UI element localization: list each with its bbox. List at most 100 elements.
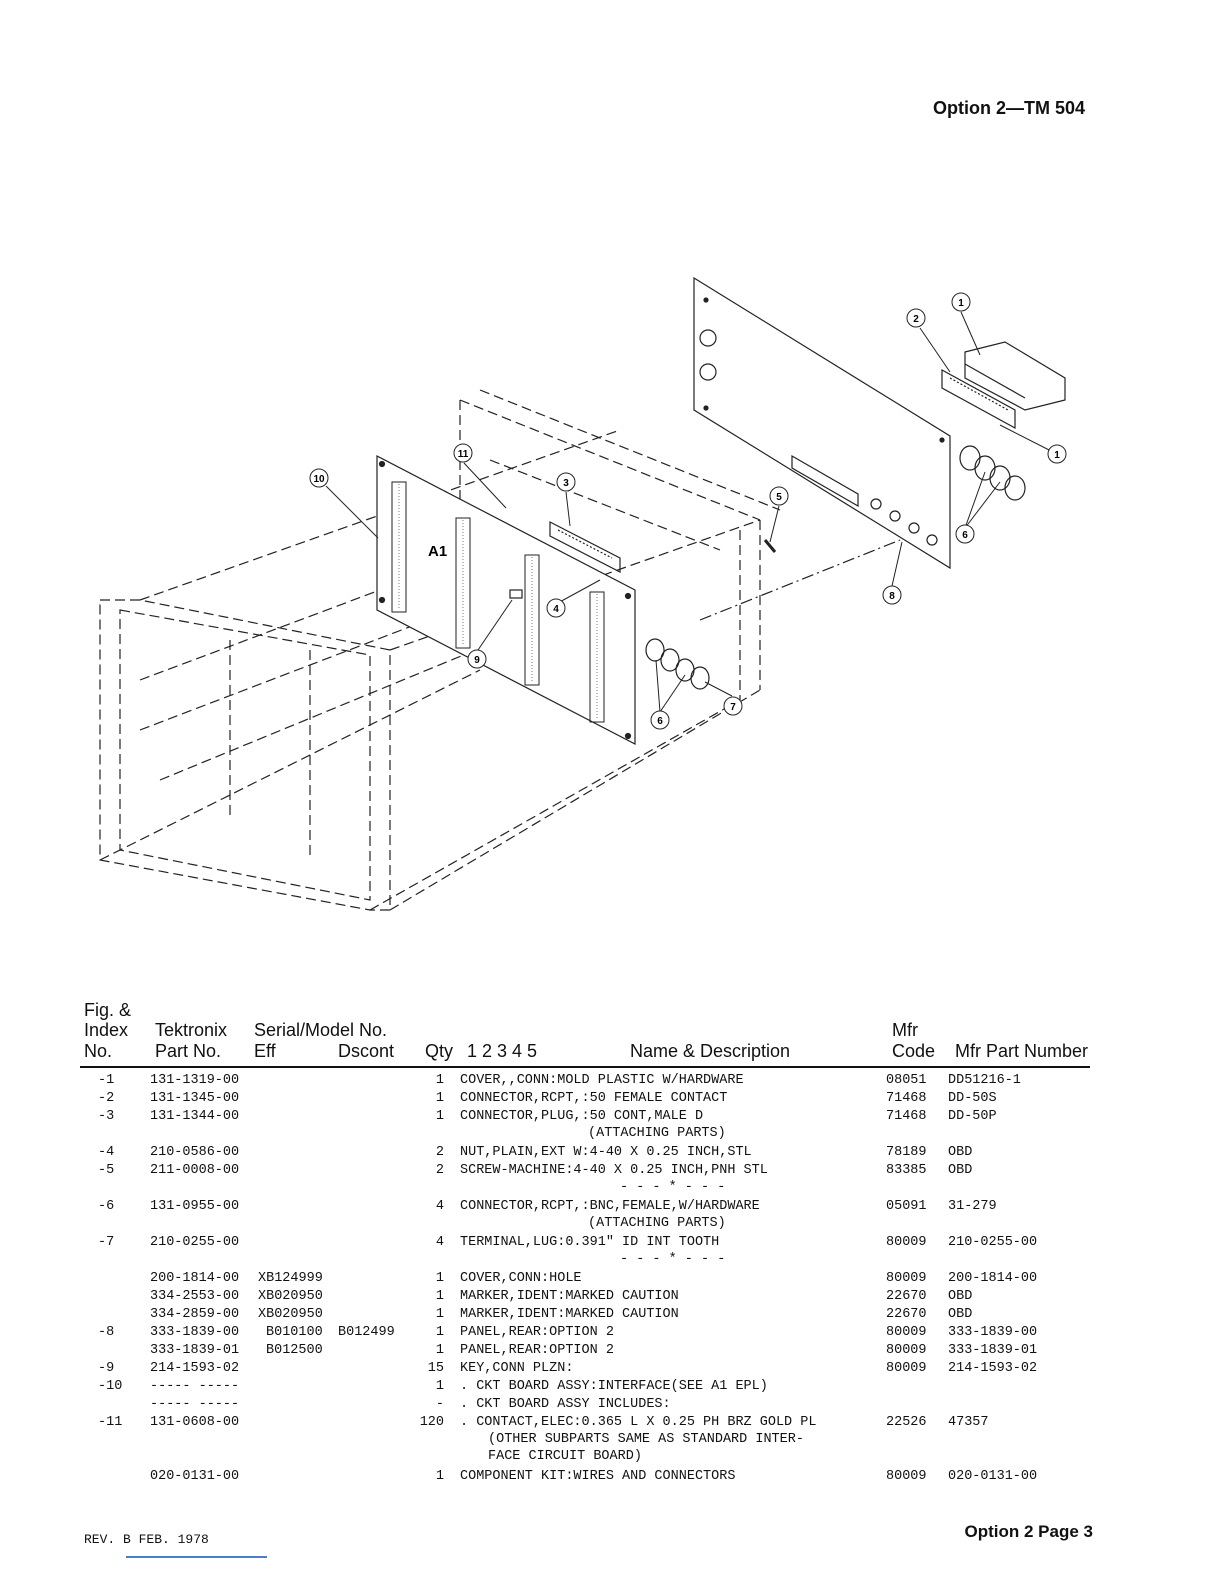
row-eff: XB020950 <box>258 1307 323 1322</box>
row-desc: SCREW-MACHINE:4-40 X 0.25 INCH,PNH STL <box>460 1163 768 1178</box>
row-mpn: DD51216-1 <box>948 1073 1021 1088</box>
row-desc: . CKT BOARD ASSY INCLUDES: <box>460 1397 671 1412</box>
callout-10: 10 <box>309 468 329 488</box>
row-qty: 1 <box>435 1379 444 1394</box>
callout-6b: 6 <box>650 710 670 730</box>
row-part: ----- ----- <box>150 1397 240 1412</box>
row-qty: 120 <box>419 1415 444 1430</box>
header-fig: Fig. & <box>84 1000 132 1020</box>
row-desc: . CKT BOARD ASSY:INTERFACE(SEE A1 EPL) <box>460 1379 768 1394</box>
row-desc: PANEL,REAR:OPTION 2 <box>460 1343 614 1358</box>
row-index: -5 <box>98 1163 115 1178</box>
row-mfr: 80009 <box>886 1235 927 1250</box>
underline-mark <box>126 1556 267 1558</box>
row-mpn: 200-1814-00 <box>948 1271 1038 1286</box>
row-part: 020-0131-00 <box>150 1469 240 1484</box>
row-eff: XB020950 <box>258 1289 323 1304</box>
row-part: 131-1345-00 <box>150 1091 240 1106</box>
header-part-no: Part No. <box>155 1041 222 1061</box>
row-mpn: 333-1839-01 <box>948 1343 1038 1358</box>
conn-key <box>509 589 523 599</box>
page-header-title: Option 2—TM 504 <box>932 98 1085 118</box>
header-index: Index <box>84 1020 129 1040</box>
row-desc: CONNECTOR,RCPT,:50 FEMALE CONTACT <box>460 1091 728 1106</box>
row-qty: 1 <box>435 1109 444 1124</box>
row-part: 211-0008-00 <box>150 1163 240 1178</box>
row-part: 333-1839-00 <box>150 1325 240 1340</box>
table-row: -2 131-1345-00 1 CONNECTOR,RCPT,:50 FEMA… <box>0 1090 1224 1108</box>
row-part: 131-0608-00 <box>150 1415 240 1430</box>
row-sub: FACE CIRCUIT BOARD) <box>488 1449 642 1464</box>
table-row: -10 ----- ----- 1 . CKT BOARD ASSY:INTER… <box>0 1378 1224 1396</box>
connector-cover <box>964 341 1066 411</box>
row-qty: 4 <box>435 1199 444 1214</box>
row-desc: COMPONENT KIT:WIRES AND CONNECTORS <box>460 1469 736 1484</box>
callout-1a: 1 <box>951 292 971 312</box>
screw <box>763 539 777 553</box>
row-index: -11 <box>98 1415 123 1430</box>
row-mpn: OBD <box>948 1307 973 1322</box>
row-index: -1 <box>98 1073 115 1088</box>
svg-text:1: 1 <box>1054 450 1060 461</box>
row-mpn: DD-50S <box>948 1091 997 1106</box>
row-part: 334-2553-00 <box>150 1289 240 1304</box>
page-number: Option 2 Page 3 <box>964 1522 1093 1541</box>
table-row: -7 210-0255-00 4 TERMINAL,LUG:0.391" ID … <box>0 1234 1224 1270</box>
row-mfr: 71468 <box>886 1091 927 1106</box>
table-row: -8 333-1839-00 B010100 B012499 1 PANEL,R… <box>0 1324 1224 1342</box>
row-mpn: 31-279 <box>948 1199 997 1214</box>
row-sub: (ATTACHING PARTS) <box>588 1126 726 1141</box>
row-desc: COVER,,CONN:MOLD PLASTIC W/HARDWARE <box>460 1073 744 1088</box>
row-sub: (ATTACHING PARTS) <box>588 1216 726 1231</box>
row-mfr: 80009 <box>886 1469 927 1484</box>
circuit-board-a1 <box>376 455 636 745</box>
row-mfr: 78189 <box>886 1145 927 1160</box>
header-qty: Qty <box>425 1041 454 1061</box>
header-indent: 1 2 3 4 5 <box>467 1041 538 1061</box>
row-eff: B012500 <box>266 1343 323 1358</box>
row-index: -9 <box>98 1361 115 1376</box>
svg-text:2: 2 <box>913 314 919 325</box>
row-qty: - <box>435 1397 444 1412</box>
row-desc: MARKER,IDENT:MARKED CAUTION <box>460 1307 679 1322</box>
row-mpn: OBD <box>948 1145 973 1160</box>
header-dscont: Dscont <box>338 1041 395 1061</box>
row-sub: - - - * - - - <box>620 1180 726 1195</box>
row-index: -8 <box>98 1325 115 1340</box>
header-tektronix: Tektronix <box>155 1020 228 1040</box>
row-mfr: 22670 <box>886 1289 927 1304</box>
row-mpn: 210-0255-00 <box>948 1235 1038 1250</box>
row-mpn: 333-1839-00 <box>948 1325 1038 1340</box>
callout-2: 2 <box>906 308 926 328</box>
row-mpn: 020-0131-00 <box>948 1469 1038 1484</box>
header-name: Name & Description <box>630 1041 791 1061</box>
bnc-connectors-panel <box>959 445 1026 501</box>
header-eff: Eff <box>254 1041 276 1061</box>
svg-text:6: 6 <box>962 530 968 541</box>
row-index: -10 <box>98 1379 123 1394</box>
row-part: 131-1319-00 <box>150 1073 240 1088</box>
header-mfr: Mfr <box>892 1020 918 1040</box>
callout-7: 7 <box>723 696 743 716</box>
board-connector <box>549 521 621 573</box>
row-desc: COVER,CONN:HOLE <box>460 1271 582 1286</box>
row-qty: 15 <box>427 1361 444 1376</box>
row-eff: B010100 <box>266 1325 323 1340</box>
row-mfr: 80009 <box>886 1361 927 1376</box>
table-row: 334-2859-00 XB020950 1 MARKER,IDENT:MARK… <box>0 1306 1224 1324</box>
board-label: A1 <box>428 543 447 560</box>
row-eff: XB124999 <box>258 1271 323 1286</box>
row-qty: 1 <box>435 1325 444 1340</box>
row-index: -6 <box>98 1199 115 1214</box>
row-qty: 1 <box>435 1307 444 1322</box>
row-sub: - - - * - - - <box>620 1252 726 1267</box>
table-row: 333-1839-01 B012500 1 PANEL,REAR:OPTION … <box>0 1342 1224 1360</box>
row-index: -3 <box>98 1109 115 1124</box>
row-sub: (OTHER SUBPARTS SAME AS STANDARD INTER- <box>488 1432 804 1447</box>
callout-5: 5 <box>769 486 789 506</box>
row-part: ----- ----- <box>150 1379 240 1394</box>
row-qty: 1 <box>435 1469 444 1484</box>
rear-panel <box>693 276 951 570</box>
header-rule <box>80 1066 1090 1068</box>
row-qty: 2 <box>435 1163 444 1178</box>
